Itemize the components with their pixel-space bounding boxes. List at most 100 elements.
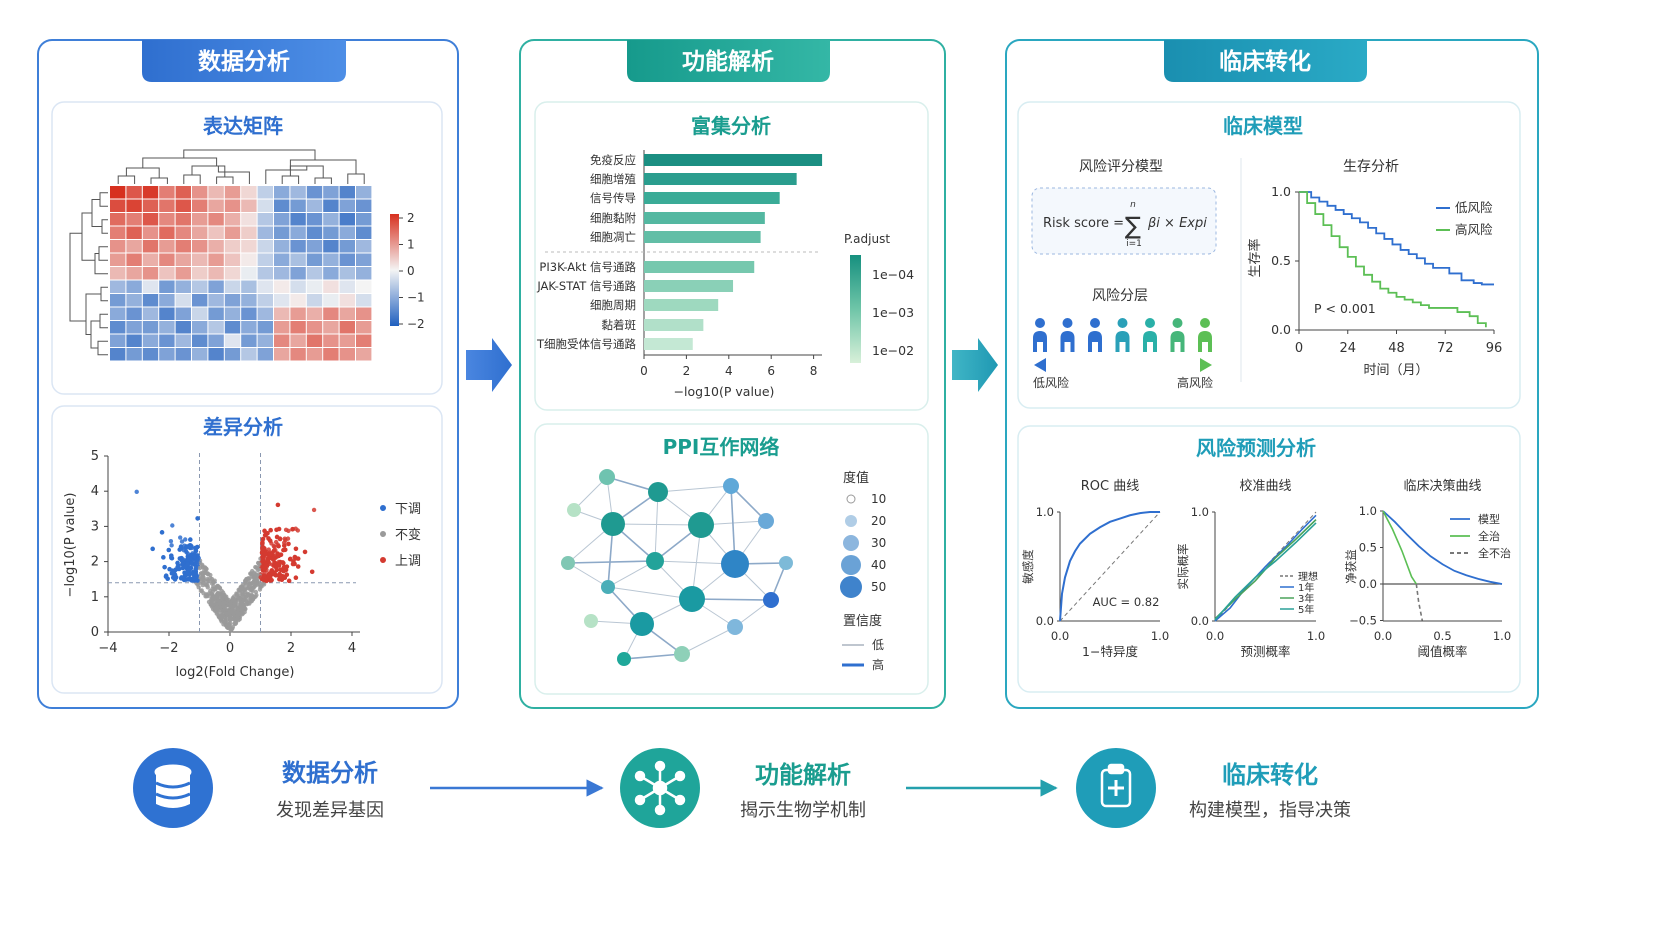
dendrogram-branch [142,157,218,168]
heatmap-cell [339,307,355,320]
heatmap-cell [224,226,241,239]
down-point [192,561,198,567]
down-point [180,565,186,571]
up-point [267,538,273,544]
tab-functional [627,40,830,82]
heatmap-cell [356,240,372,253]
volcano-point [218,593,223,599]
heatmap-cell [126,307,142,320]
volcano-point [242,609,247,615]
heatmap-cell [192,321,208,334]
legend-label: 1年 [1298,581,1314,594]
heatmap-cell [110,334,126,347]
person-icon [1170,318,1185,352]
x-tick-label: 6 [767,364,775,378]
bar [644,212,765,224]
heatmap-cell [175,280,191,293]
heatmap-cell [339,199,355,212]
heatmap-cell [323,253,339,266]
up-point [259,550,265,556]
ppi-node [561,556,575,570]
ppi-node [763,592,779,608]
heatmap-cell [323,240,339,253]
ppi-node [674,646,690,662]
y-tick-label: 1.0 [1359,504,1377,518]
heatmap-cell [274,348,290,361]
x-tick-label: 48 [1388,341,1405,356]
up-point [265,556,271,562]
person-body [1088,331,1102,352]
volcano-point [168,538,174,544]
heatmap-cell [208,307,224,320]
volcano-point [179,539,185,544]
p-value: P < 0.001 [1314,301,1376,316]
up-point [286,541,291,547]
heatmap-cell [208,267,224,280]
x-tick-label: 4 [348,641,356,656]
down-point [194,557,200,563]
x-axis-label: 预测概率 [1240,644,1290,659]
heatmap-cell [339,294,355,307]
legend-dot [380,505,386,511]
heatmap-cell [208,334,224,347]
dendrogram-branch [183,149,316,160]
ppi-node [617,652,631,666]
up-point [277,536,283,542]
heatmap-cell [224,280,241,293]
heatmap-cell [323,348,339,361]
heatmap-cell [224,267,241,280]
down-point [162,564,167,570]
y-tick-label: 2 [91,555,99,570]
volcano-point [244,601,250,607]
volcano-point [169,543,174,548]
down-point [193,566,199,572]
heatmap-cell [290,199,306,212]
heatmap-cell [110,253,126,266]
y-tick-label: 4 [91,484,99,499]
heatmap-cell [323,280,339,293]
heatmap-cell [323,199,339,212]
up-point [276,543,281,549]
heatmap-cell [356,267,372,280]
down-point [176,566,182,572]
down-point [172,577,178,582]
legend-label: 不变 [395,527,421,543]
volcano-point [177,535,183,540]
bar-label: 信号传导 [590,191,636,205]
volcano-point [202,565,208,570]
heatmap-cell [290,294,306,307]
down-point [166,547,172,553]
ppi-title: PPI互作网络 [663,435,780,459]
down-point [193,548,199,554]
heatmap-cell [110,213,126,226]
volcano-point [227,601,233,606]
legend-label: 高 [872,657,884,672]
dendrogram-branch [217,166,250,184]
up-point [293,575,299,581]
heatmap-cell [142,213,159,226]
dendrogram-branch [85,293,101,335]
heatmap-cell [306,267,323,280]
heatmap-cell [339,253,355,266]
heatmap-cell [126,334,142,347]
heatmap-cell [356,334,372,347]
clinical-model-title: 临床模型 [1223,114,1303,138]
heatmap-cell [241,321,257,334]
person-body [1033,331,1047,352]
person-icon [1060,318,1075,352]
up-point [281,543,287,548]
down-point [169,571,175,576]
ppi-node [721,550,749,578]
heatmap-cell [356,280,372,293]
volcano-point [237,596,243,601]
heatmap-cell [257,307,273,320]
dendrogram-branch [289,159,357,174]
heatmap-cell [274,267,290,280]
ppi-edge [567,560,656,564]
volcano-point [201,575,206,581]
heatmap-cell [339,334,355,347]
heatmap-cell [290,334,306,347]
down-point [185,562,191,568]
